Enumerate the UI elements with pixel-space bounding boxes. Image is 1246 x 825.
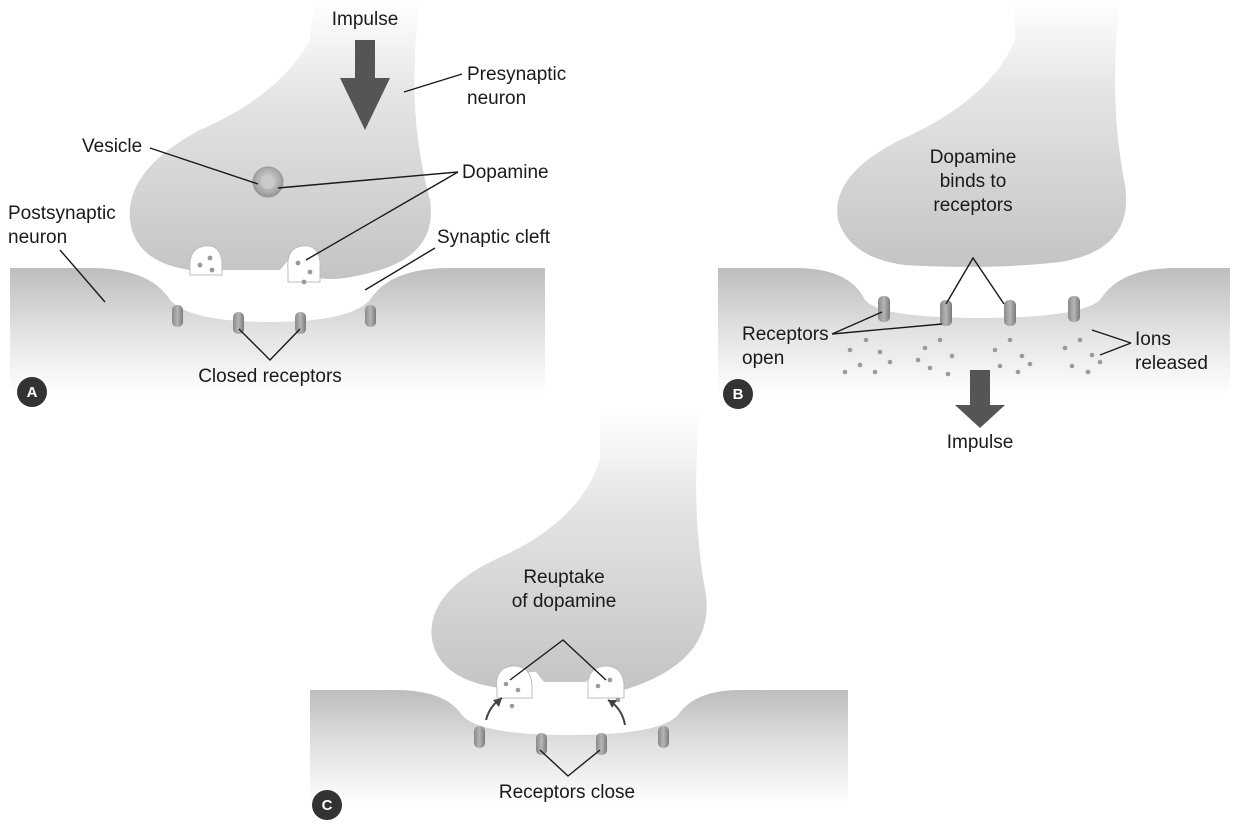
svg-text:C: C	[322, 797, 333, 814]
impulse-label: Impulse	[332, 9, 399, 30]
vesicle-label: Vesicle	[82, 136, 142, 157]
reuptake-pocket	[588, 666, 624, 698]
receptors-close-label: Receptors close	[499, 782, 635, 803]
panel-c: Reuptake of dopamine Receptors close C	[310, 410, 848, 820]
release-pocket	[288, 246, 320, 282]
release-pocket	[190, 246, 222, 275]
postsynaptic-label-2: neuron	[8, 227, 67, 248]
presynaptic-neuron-shape-c	[431, 410, 706, 691]
reuptake-label: Reuptake	[523, 567, 604, 588]
closed-receptors-label: Closed receptors	[198, 366, 342, 387]
presynaptic-neuron-shape	[130, 0, 431, 279]
reuptake-label-2: of dopamine	[512, 591, 617, 612]
dopamine-binds-label-2: binds to	[940, 171, 1007, 192]
synaptic-cleft-label: Synaptic cleft	[437, 227, 551, 248]
dopamine-label: Dopamine	[462, 162, 549, 183]
receptors-open-label: Receptors	[742, 324, 829, 345]
dopamine-binds-label-3: receptors	[933, 195, 1012, 216]
svg-text:B: B	[733, 386, 744, 403]
dopamine-binds-label: Dopamine	[930, 147, 1017, 168]
postsynaptic-label: Postsynaptic	[8, 203, 116, 224]
presynaptic-neuron-shape-b	[837, 0, 1126, 267]
reuptake-pocket	[497, 666, 532, 698]
presynaptic-label: Presynaptic	[467, 64, 566, 85]
presynaptic-label-2: neuron	[467, 88, 526, 109]
ions-label-2: released	[1135, 353, 1208, 374]
impulse-label-b: Impulse	[947, 432, 1014, 453]
ions-label: Ions	[1135, 329, 1171, 350]
panel-a: Impulse Presynaptic neuron Vesicle Dopam…	[8, 0, 566, 407]
panel-b: Dopamine binds to receptors Receptors op…	[718, 0, 1230, 453]
svg-text:A: A	[27, 384, 38, 401]
receptors-open-label-2: open	[742, 348, 784, 369]
